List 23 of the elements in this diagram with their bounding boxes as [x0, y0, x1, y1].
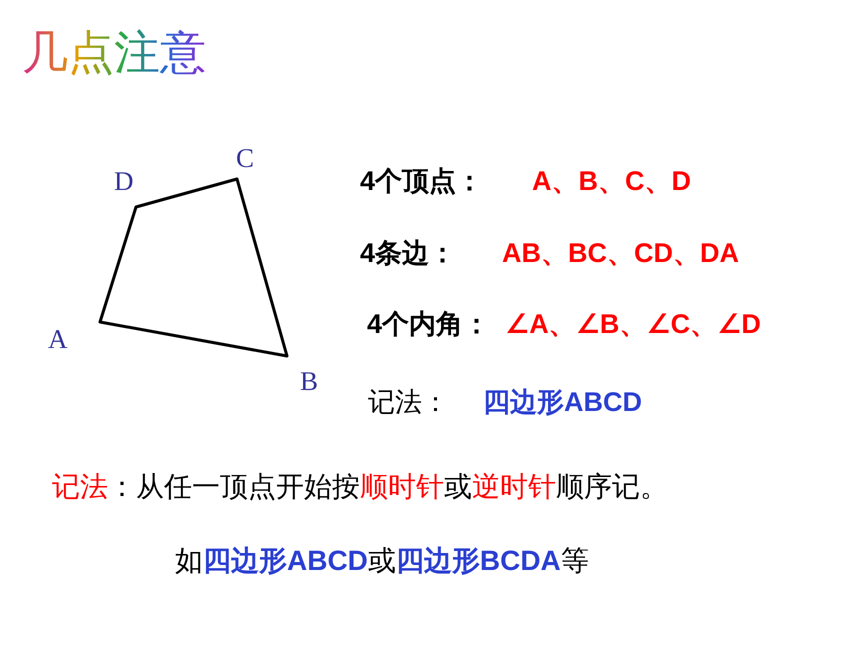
text: 4个内角： [367, 309, 490, 340]
text: 四边形ABCD [203, 545, 368, 576]
vertex-label: C [236, 143, 254, 174]
text: 如 [175, 545, 203, 576]
text: 等 [560, 545, 589, 576]
text: ∠A、∠B、∠C、∠D [505, 309, 761, 340]
text: 或 [368, 545, 396, 576]
text: AB、BC、CD、DA [502, 238, 739, 270]
vertex-label: A [48, 324, 68, 356]
text: 4条边： [360, 238, 456, 270]
text: 或 [444, 471, 472, 502]
text: 记法 [52, 471, 108, 502]
text: 4个顶点： [360, 166, 484, 198]
vertex-label: D [114, 166, 134, 198]
text: 四边形ABCD [483, 387, 642, 418]
text: 逆时针 [472, 471, 556, 502]
text: ：从任一顶点开始按 [108, 471, 360, 502]
text: 顺序记。 [556, 471, 668, 502]
text: A、B、C、D [532, 166, 691, 198]
text: 四边形BCDA [396, 545, 561, 576]
text: 记法： [368, 387, 449, 418]
vertex-label: B [300, 366, 318, 398]
text: 顺时针 [360, 471, 444, 502]
